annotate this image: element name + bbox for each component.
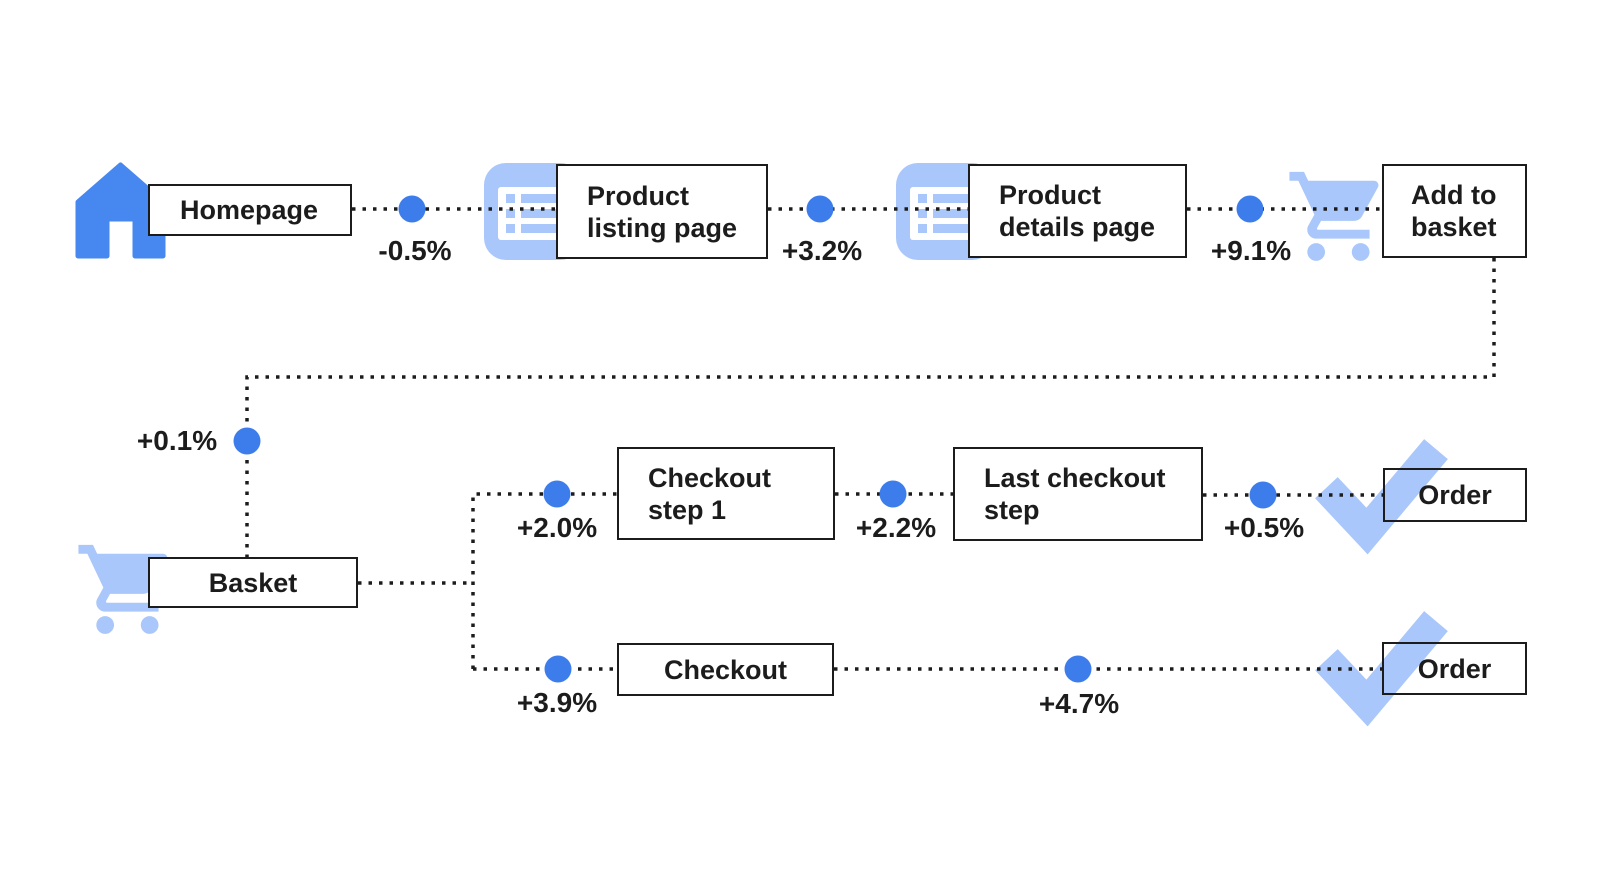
node-label-line2: listing page <box>587 212 738 243</box>
blue-dot <box>1064 655 1092 683</box>
delta-listing-to-details: +3.2% <box>781 235 863 266</box>
node-label-line2: basket <box>1411 212 1497 242</box>
blue-dot <box>1236 195 1264 223</box>
delta-homepage-to-listing: -0.5% <box>378 235 452 266</box>
blue-dot <box>806 195 834 223</box>
node-label-line1: Add to <box>1411 180 1497 210</box>
node-homepage: Homepage <box>148 184 352 236</box>
connector-add-to-basket <box>245 258 1496 557</box>
blue-dot <box>543 480 571 508</box>
blue-dot <box>233 427 261 455</box>
node-label: Homepage <box>180 195 319 225</box>
delta-details-to-add-to-basket: +9.1% <box>1210 235 1292 266</box>
node-add-to-basket: Add to basket <box>1382 164 1527 258</box>
shopping-cart-icon <box>1289 171 1379 261</box>
node-label: Checkout <box>663 654 788 685</box>
node-label-line2: step <box>984 495 1040 525</box>
checkmark-icon <box>1315 611 1448 727</box>
blue-dot <box>398 195 426 223</box>
dotted-connectors <box>245 207 1496 671</box>
node-label: Order <box>1418 480 1492 510</box>
blue-dot <box>879 480 907 508</box>
node-label-line2: step 1 <box>648 494 727 525</box>
node-label-line2: details page <box>999 212 1156 242</box>
checkmark-icon <box>1315 439 1448 555</box>
connector-split-to-checkout-step1 <box>471 492 617 669</box>
shopping-cart-icon <box>78 544 168 634</box>
node-last-checkout-step: Last checkout step <box>953 447 1203 541</box>
delta-basket-to-checkout: +3.9% <box>516 687 598 718</box>
node-label-line1: Last checkout <box>984 463 1166 493</box>
node-order-top: Order <box>1383 468 1527 522</box>
node-label: Order <box>1417 653 1492 684</box>
node-basket: Basket <box>148 557 358 608</box>
node-label-line1: Checkout <box>648 462 772 493</box>
node-order-bottom: Order <box>1382 642 1527 695</box>
node-label: Basket <box>208 567 298 598</box>
node-checkout-step-1: Checkout step 1 <box>617 447 835 540</box>
delta-add-to-basket-to-basket: +0.1% <box>136 425 218 456</box>
node-product-listing-page: Product listing page <box>556 164 768 259</box>
delta-last-to-order: +0.5% <box>1223 512 1305 543</box>
delta-checkout-step1-to-last: +2.2% <box>855 512 937 543</box>
node-product-details-page: Product details page <box>968 164 1187 258</box>
transition-dots <box>233 195 1277 683</box>
delta-checkout-to-order: +4.7% <box>1038 688 1120 719</box>
node-label-line1: Product <box>587 180 690 211</box>
node-checkout: Checkout <box>617 643 834 696</box>
blue-dot <box>544 655 572 683</box>
delta-basket-to-checkout-step1: +2.0% <box>516 512 598 543</box>
node-label-line1: Product <box>999 180 1102 210</box>
blue-dot <box>1249 481 1277 509</box>
